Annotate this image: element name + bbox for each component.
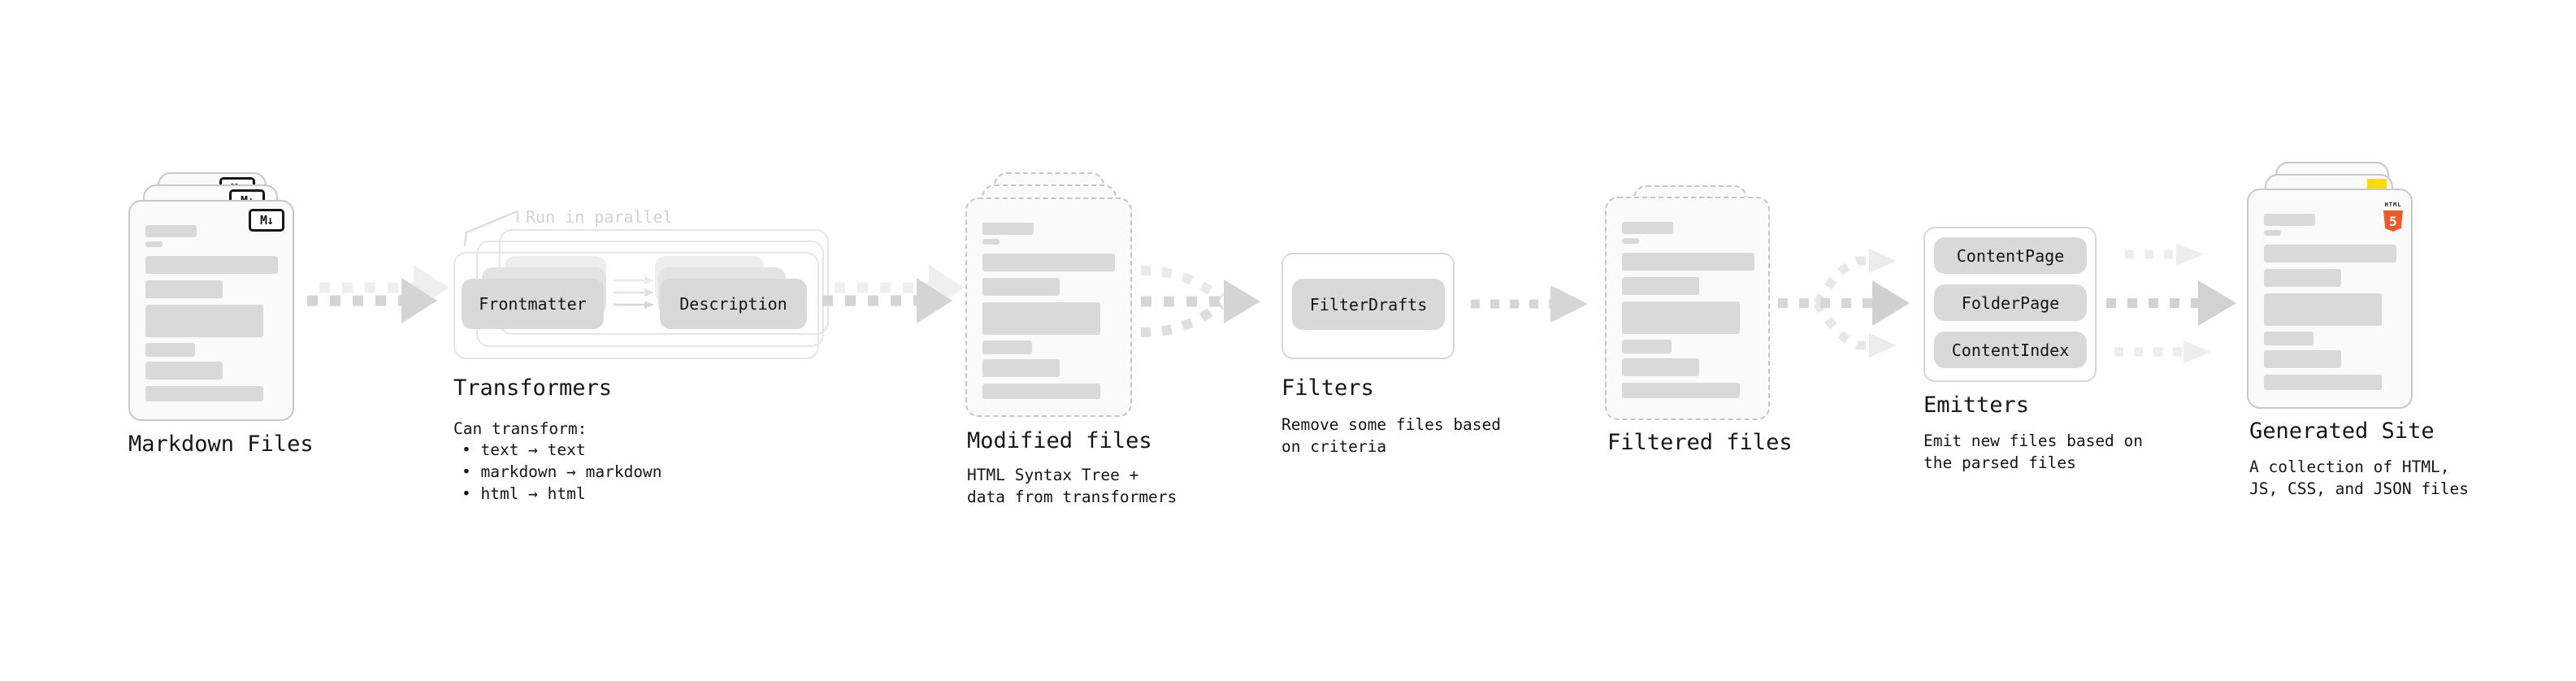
modified-files-desc: HTML Syntax Tree + data from transformer… <box>967 466 1177 506</box>
generated-site-desc: A collection of HTML, JS, CSS, and JSON … <box>2249 458 2470 498</box>
filtered-file-card <box>1605 197 1770 420</box>
stage-label-filtered-files: Filtered files <box>1607 430 1793 455</box>
filters-desc: Remove some files based on criteria <box>1281 415 1502 456</box>
transformers-desc-item: • text → text <box>462 440 586 459</box>
arrow-modified-to-filters <box>1140 266 1260 337</box>
description-box: Description <box>660 279 807 329</box>
stage-label-markdown-files: Markdown Files <box>128 432 314 457</box>
placeholder-line <box>145 241 163 247</box>
placeholder-line <box>2264 269 2341 287</box>
placeholder-line <box>145 343 195 357</box>
arrow-filters-to-filtered <box>1471 285 1588 323</box>
placeholder-line <box>982 254 1115 271</box>
arrow-filtered-to-emitters <box>1778 249 1910 358</box>
filterdrafts-box: FilterDrafts <box>1292 279 1445 330</box>
js-icon <box>2367 179 2387 189</box>
placeholder-line <box>2264 230 2281 236</box>
placeholder-line <box>2264 350 2341 368</box>
html-file-card: HTML 5 <box>2247 189 2413 409</box>
placeholder-line <box>1622 358 1699 376</box>
transformers-desc-title: Can transform: <box>453 419 588 438</box>
placeholder-line <box>982 384 1100 399</box>
stage-label-emitters: Emitters <box>1923 393 2030 418</box>
placeholder-line <box>982 239 1000 245</box>
placeholder-line <box>1622 340 1672 354</box>
placeholder-line <box>145 386 263 401</box>
placeholder-line <box>145 305 263 337</box>
placeholder-line <box>982 223 1034 235</box>
modified-file-card <box>965 197 1132 417</box>
placeholder-line <box>145 280 223 298</box>
stage-label-modified-files: Modified files <box>967 428 1152 453</box>
run-in-parallel-note: Run in parallel <box>526 207 673 227</box>
markdown-icon: M↓ <box>249 209 284 232</box>
placeholder-line <box>2264 214 2315 226</box>
note-leader-line <box>463 210 519 247</box>
stage-label-transformers: Transformers <box>453 375 613 401</box>
arrow-transformers-to-modified <box>822 265 965 323</box>
placeholder-line <box>2264 332 2314 345</box>
placeholder-line <box>2264 293 2382 326</box>
arrow-emitters-to-site <box>2106 243 2236 363</box>
placeholder-line <box>1622 222 1673 234</box>
stage-label-generated-site: Generated Site <box>2249 419 2435 444</box>
placeholder-line <box>1622 253 1754 271</box>
stage-label-filters: Filters <box>1281 375 1374 401</box>
html5-icon: HTML 5 <box>2383 194 2404 232</box>
placeholder-line <box>982 359 1060 377</box>
parallel-arrows-icon <box>614 276 654 309</box>
arrow-markdown-to-transformers <box>307 265 449 323</box>
contentindex-box: ContentIndex <box>1934 332 2087 368</box>
transformer-frame <box>453 252 819 359</box>
transformers-desc-item: • html → html <box>462 484 586 503</box>
placeholder-line <box>2264 375 2382 390</box>
placeholder-line <box>145 362 223 380</box>
placeholder-line <box>1622 301 1740 334</box>
placeholder-line <box>145 256 278 274</box>
placeholder-line <box>2264 245 2396 262</box>
folderpage-box: FolderPage <box>1934 284 2087 321</box>
transformers-desc-item: • markdown → markdown <box>462 462 662 481</box>
placeholder-line <box>982 278 1060 296</box>
placeholder-line <box>1622 238 1639 244</box>
frontmatter-box: Frontmatter <box>462 279 604 329</box>
placeholder-line <box>145 225 197 237</box>
placeholder-line <box>982 302 1100 335</box>
markdown-file-card: M↓ <box>128 200 294 421</box>
placeholder-line <box>982 340 1032 354</box>
emitters-desc: Emit new files based on the parsed files <box>1923 432 2144 472</box>
placeholder-line <box>1622 383 1740 398</box>
contentpage-box: ContentPage <box>1934 237 2087 274</box>
placeholder-line <box>1622 277 1699 295</box>
